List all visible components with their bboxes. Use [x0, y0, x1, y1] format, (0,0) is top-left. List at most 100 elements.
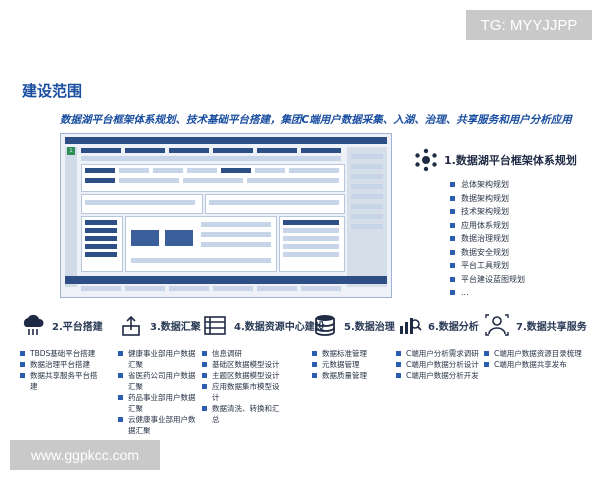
bullet-icon — [450, 195, 455, 201]
bullet-icon — [118, 417, 123, 422]
diagram-cell — [125, 286, 165, 291]
diagram-cell — [351, 184, 383, 189]
list-item: 应用数据集市模型设计 — [202, 381, 325, 403]
column-list: TBDS基础平台搭建 数据治理平台搭建 数据共享服务平台搭建 — [20, 348, 104, 392]
column-title: 4.数据资源中心建设 — [234, 321, 325, 333]
analytics-chart-icon — [400, 318, 422, 334]
list-item: 云健康事业部用户数据汇聚 — [118, 414, 202, 436]
bullet-icon — [312, 373, 317, 378]
diagram-block — [131, 230, 159, 246]
diagram-cell — [81, 148, 121, 153]
diagram-cell — [255, 168, 285, 173]
database-icon — [315, 315, 335, 336]
diagram-cell — [85, 168, 115, 173]
diagram-cell — [81, 286, 121, 291]
bullet-icon — [20, 351, 25, 356]
bullet-icon — [202, 373, 207, 378]
list-item: 数据清洗、转换和汇总 — [202, 403, 325, 425]
list-item: 元数据管理 — [312, 359, 396, 370]
bullet-icon — [450, 249, 455, 255]
list-item: 技术架构规划 — [450, 205, 525, 219]
list-item-label: 健康事业部用户数据汇聚 — [128, 349, 196, 369]
watermark-top: TG: MYYJJPP — [466, 10, 592, 40]
list-item-label: 应用体系规划 — [461, 220, 509, 230]
list-item-label: 数据架构规划 — [461, 193, 509, 203]
list-item-label: 总体架构规划 — [461, 180, 509, 190]
list-item: 数据治理规划 — [450, 232, 525, 246]
list-item-label: ... — [461, 288, 469, 298]
list-item-label: 药品事业部用户数据汇聚 — [128, 393, 196, 413]
list-item: 数据安全规划 — [450, 246, 525, 260]
column-title: 7.数据共享服务 — [516, 321, 587, 333]
diagram-cell — [131, 258, 271, 263]
bullet-icon — [118, 373, 123, 378]
diagram-cell — [201, 222, 271, 227]
list-item-label: C端用户数据分析开发 — [406, 371, 479, 380]
bullet-icon — [312, 351, 317, 356]
list-item: TBDS基础平台搭建 — [20, 348, 104, 359]
bullet-icon — [450, 290, 455, 296]
column-heading: 5.数据治理 — [312, 310, 396, 340]
diagram-cell — [85, 252, 117, 257]
diagram-cell — [201, 232, 271, 237]
diagram-cell — [283, 252, 339, 257]
list-item: 数据质量管理 — [312, 370, 396, 381]
bullet-icon — [20, 362, 25, 367]
diagram-cell — [183, 178, 243, 183]
list-item-label: 元数据管理 — [322, 360, 360, 369]
bullet-icon — [396, 351, 401, 356]
column-resource-center: 4.数据资源中心建设 信息调研 基础区数据模型设计 主题区数据模型设计 应用数据… — [202, 310, 325, 425]
list-item: 数据治理平台搭建 — [20, 359, 104, 370]
bullet-icon — [450, 182, 455, 188]
diagram-footer-bar — [65, 276, 387, 284]
architecture-title: 1.数据湖平台框架体系规划 — [444, 154, 577, 167]
diagram-left-rail — [65, 147, 77, 287]
column-list: C端用户数据资源目录梳理 C端用户数据共享发布 — [484, 348, 587, 370]
diagram-cell — [283, 244, 339, 249]
list-item-label: 技术架构规划 — [461, 207, 509, 217]
list-item-label: C端用户数据资源目录梳理 — [494, 349, 582, 358]
list-item-label: 平台建设蓝图规划 — [461, 274, 525, 284]
diagram-cell — [119, 178, 179, 183]
list-item: C端用户数据分析设计 — [396, 359, 480, 370]
column-governance: 5.数据治理 数据标准管理 元数据管理 数据质量管理 — [312, 310, 396, 381]
list-item-label: 基础区数据模型设计 — [212, 360, 280, 369]
list-item: 基础区数据模型设计 — [202, 359, 325, 370]
bullet-icon — [202, 362, 207, 367]
list-item-label: C端用户分析需求调研 — [406, 349, 479, 358]
cloud-platform-icon — [23, 314, 44, 335]
bullet-icon — [396, 373, 401, 378]
list-item: 平台工具规划 — [450, 259, 525, 273]
bullet-icon — [450, 276, 455, 282]
diagram-cell — [283, 220, 339, 225]
column-list: C端用户分析需求调研 C端用户数据分析设计 C端用户数据分析开发 — [396, 348, 480, 381]
diagram-cell — [81, 156, 341, 161]
architecture-list: 总体架构规划 数据架构规划 技术架构规划 应用体系规划 数据治理规划 数据安全规… — [450, 178, 525, 300]
list-item: 数据标准管理 — [312, 348, 396, 359]
list-item-label: C端用户数据分析设计 — [406, 360, 479, 369]
list-item-label: TBDS基础平台搭建 — [30, 349, 96, 358]
diagram-cell — [85, 228, 117, 233]
list-item-label: 数据清洗、转换和汇总 — [212, 404, 280, 424]
list-item: 平台建设蓝图规划 — [450, 273, 525, 287]
list-item-label: 信息调研 — [212, 349, 242, 358]
diagram-cell — [213, 286, 253, 291]
column-heading: 2.平台搭建 — [20, 310, 104, 340]
page-subtitle: 数据湖平台框架体系规划、技术基础平台搭建，集团C端用户数据采集、入湖、治理、共享… — [60, 114, 572, 126]
data-upload-icon — [122, 315, 140, 336]
bullet-icon — [484, 351, 489, 356]
diagram-cell — [85, 236, 117, 241]
column-analysis: 6.数据分析 C端用户分析需求调研 C端用户数据分析设计 C端用户数据分析开发 — [396, 310, 480, 381]
list-item-label: 数据治理平台搭建 — [30, 360, 90, 369]
list-item-label: 省医药公司用户数据汇聚 — [128, 371, 196, 391]
column-list: 信息调研 基础区数据模型设计 主题区数据模型设计 应用数据集市模型设计 数据清洗… — [202, 348, 325, 425]
bullet-icon — [450, 236, 455, 242]
bullet-icon — [450, 222, 455, 228]
diagram-cell — [85, 178, 115, 183]
column-platform: 2.平台搭建 TBDS基础平台搭建 数据治理平台搭建 数据共享服务平台搭建 — [20, 310, 104, 392]
diagram-cell — [351, 154, 383, 159]
list-item: 省医药公司用户数据汇聚 — [118, 370, 202, 392]
bullet-icon — [312, 362, 317, 367]
list-item-label: 数据共享服务平台搭建 — [30, 371, 98, 391]
bullet-icon — [202, 351, 207, 356]
